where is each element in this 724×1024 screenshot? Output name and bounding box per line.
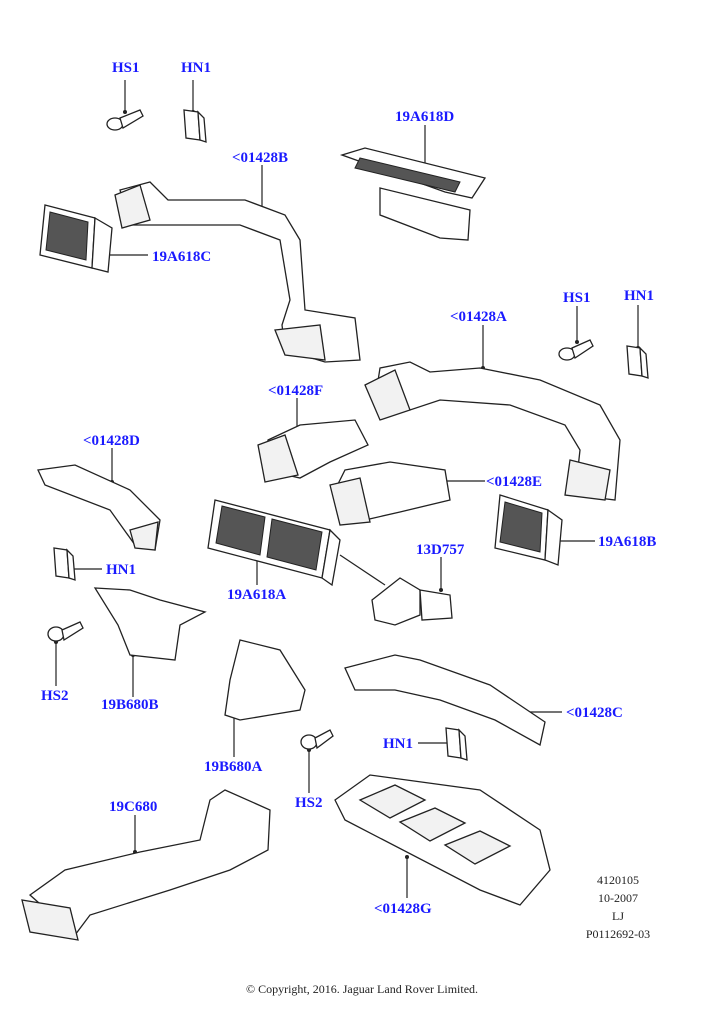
duct-01428e (329, 461, 485, 526)
callout-hs1-right[interactable]: HS1 (563, 290, 591, 306)
callout-19b680a[interactable]: 19B680A (204, 759, 263, 775)
clip-hn1-right (626, 305, 649, 379)
vent-19a618d (339, 125, 487, 241)
vent-19a618b (494, 494, 595, 566)
bracket-19b680b (93, 587, 207, 697)
callout-01428g[interactable]: <01428G (374, 901, 432, 917)
bracket-19b680a (224, 639, 306, 757)
reference-part-number: P0112692-03 (585, 927, 651, 941)
callout-hs2-left[interactable]: HS2 (41, 688, 69, 704)
callout-01428f[interactable]: <01428F (268, 383, 324, 399)
duct-01428f (257, 398, 369, 483)
callout-hn1-left[interactable]: HN1 (106, 562, 136, 578)
clip-hn1-bottom (418, 727, 468, 761)
screw-hs2-left (47, 621, 84, 686)
duct-19c680 (21, 789, 271, 941)
callout-19a618d[interactable]: 19A618D (395, 109, 455, 125)
reference-code: 4120105 (597, 873, 639, 887)
clip-hn1-left (53, 547, 102, 581)
copyright-notice: © Copyright, 2016. Jaguar Land Rover Lim… (245, 982, 479, 996)
callout-hs2-bottom[interactable]: HS2 (295, 795, 323, 811)
duct-01428a (364, 325, 621, 501)
callout-hn1-right[interactable]: HN1 (624, 288, 654, 304)
callout-19c680[interactable]: 19C680 (109, 799, 158, 815)
reference-date: 10-2007 (598, 891, 638, 905)
callout-01428d[interactable]: <01428D (83, 433, 140, 449)
callout-hs1-top[interactable]: HS1 (112, 60, 140, 76)
reference-initials: LJ (612, 909, 624, 923)
tray-01428g (334, 774, 551, 906)
callout-01428a[interactable]: <01428A (450, 309, 507, 325)
callout-13d757[interactable]: 13D757 (416, 542, 465, 558)
callout-hn1-bottom[interactable]: HN1 (383, 736, 413, 752)
callout-19a618b[interactable]: 19A618B (598, 534, 657, 550)
duct-01428d (37, 448, 161, 551)
callout-19a618c[interactable]: 19A618C (152, 249, 212, 265)
callout-19b680b[interactable]: 19B680B (101, 697, 159, 713)
switch-13d757 (371, 557, 453, 626)
vent-19a618c (39, 204, 148, 273)
clip-hn1-top (183, 80, 207, 143)
callout-hn1-top[interactable]: HN1 (181, 60, 211, 76)
screw-hs1-top (106, 80, 144, 131)
screw-hs2-bottom (300, 729, 334, 793)
callout-01428b[interactable]: <01428B (232, 150, 289, 166)
vent-19a618a (207, 499, 386, 587)
callout-01428c[interactable]: <01428C (566, 705, 623, 721)
duct-01428c (344, 654, 562, 746)
callout-01428e[interactable]: <01428E (486, 474, 543, 490)
duct-01428b (114, 165, 361, 363)
callout-19a618a[interactable]: 19A618A (227, 587, 287, 603)
screw-hs1-right (558, 306, 594, 361)
